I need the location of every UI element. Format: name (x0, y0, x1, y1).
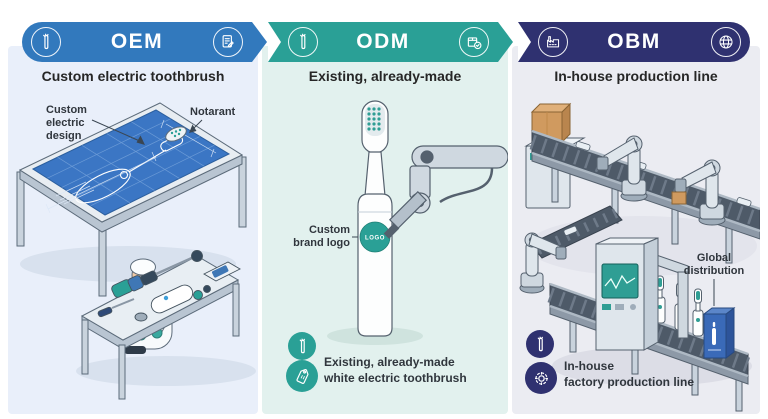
distribution-box (702, 307, 736, 359)
odm-footer-text: Existing, already-made white electric to… (324, 355, 467, 385)
odm-panel: LOGO Existing, already-made Custom brand… (262, 46, 508, 414)
white-toothbrush: LOGO (357, 100, 393, 337)
oem-header-bar: OEM (22, 22, 267, 62)
factory-icon (538, 27, 568, 57)
document-edit-icon (213, 27, 243, 57)
toothbrush-icon (288, 332, 316, 360)
brand-logo-label: Custom brand logo (293, 224, 350, 249)
toothbrush-icon (526, 330, 554, 358)
oem-title: OEM (110, 30, 164, 53)
obm-illustration (519, 102, 760, 412)
oem-panel-title: Custom electric toothbrush (41, 68, 225, 84)
obm-title: OBM (607, 30, 661, 53)
obm-footer-text: In-house factory production line (564, 359, 695, 389)
robot-arm-1 (596, 135, 648, 202)
global-distribution-label: Global distribution (683, 252, 745, 277)
robot-arm-2 (671, 159, 726, 226)
inspection-machine (595, 237, 689, 351)
odm-title: ODM (356, 30, 410, 53)
brush-head-label: Notarant (190, 106, 236, 118)
odm-illustration: LOGO (327, 100, 508, 345)
obm-panel: In-house production line Global distribu… (512, 46, 760, 414)
odm-panel-title: Existing, already-made (308, 68, 462, 84)
obm-panel-title: In-house production line (554, 68, 718, 84)
price-tag-icon (286, 360, 318, 392)
odm-header-bar: ODM (268, 22, 513, 62)
toothbrush-icon (288, 27, 318, 57)
assembly-desk (80, 250, 241, 400)
gear-icon (525, 362, 557, 394)
custom-design-label: Custom electric design (46, 104, 87, 142)
robot-arm (383, 145, 508, 239)
toothbrush-icon (31, 27, 61, 57)
drafting-table (16, 102, 247, 297)
oem-illustration (16, 102, 256, 400)
logo-badge-text: LOGO (365, 236, 385, 242)
package-check-icon (459, 27, 489, 57)
globe-icon (711, 27, 741, 57)
oem-panel: Custom electric toothbrush Custom electr… (8, 46, 258, 414)
obm-header-bar: OBM (518, 22, 750, 62)
robot-arm-3 (519, 232, 567, 294)
brush-head-part (165, 126, 187, 142)
